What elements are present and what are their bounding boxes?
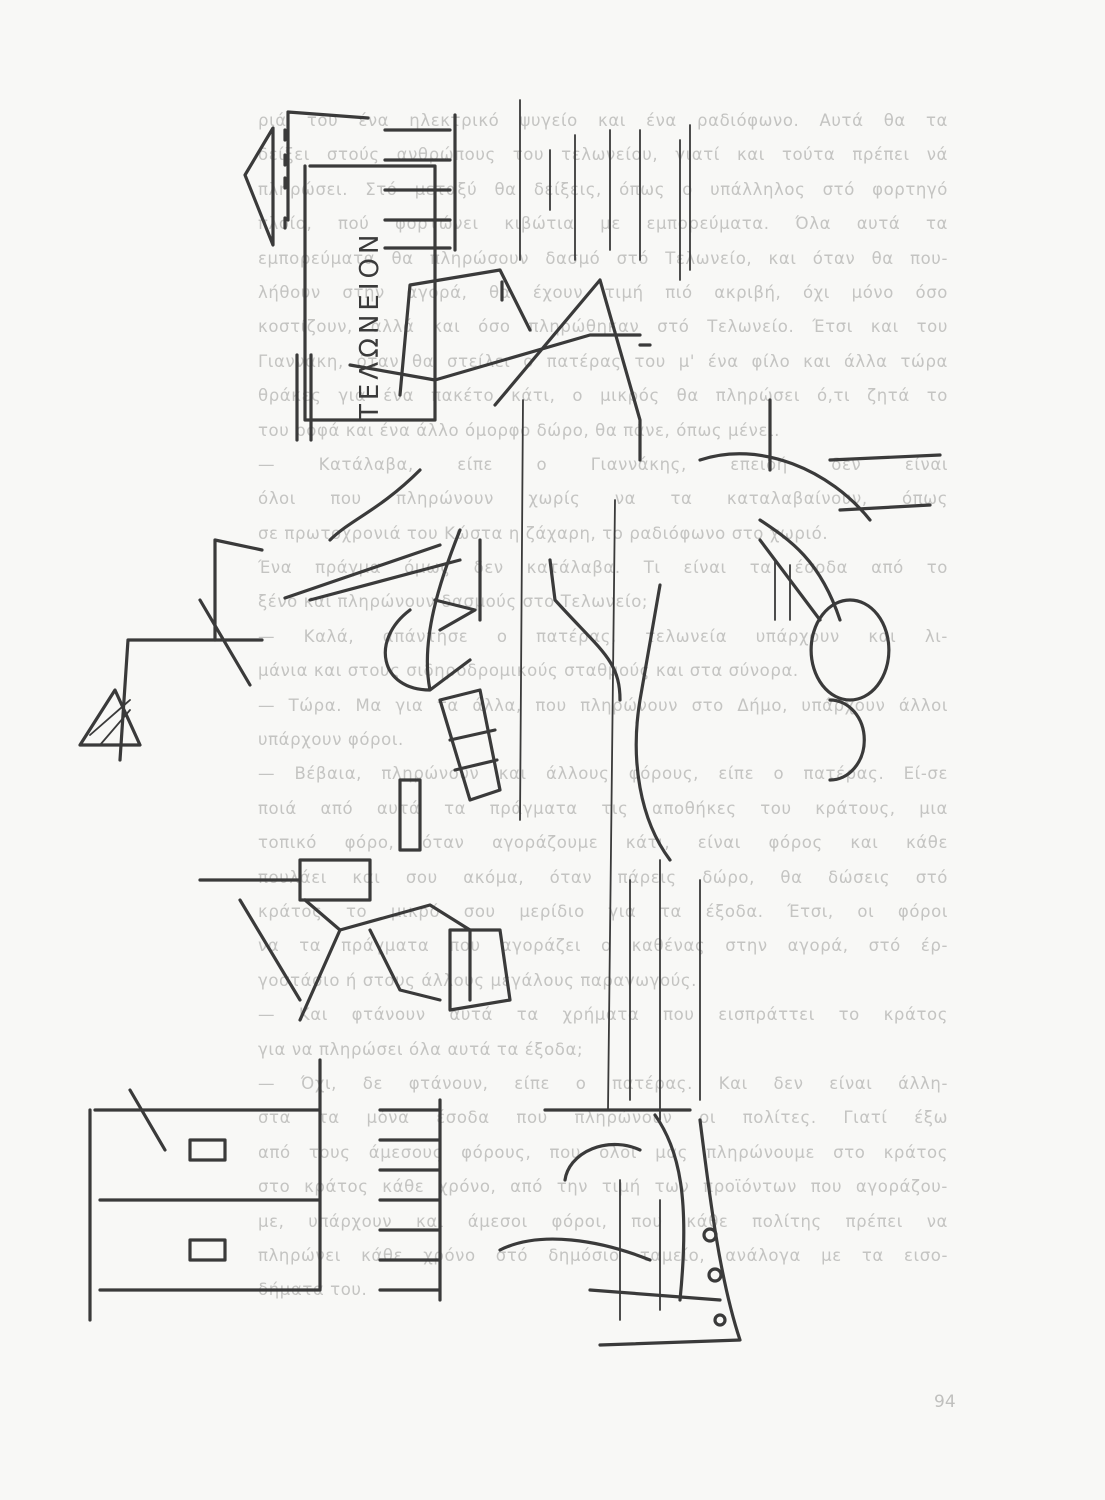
text-line: με, υπάρχουν και άμεσοι φόροι, που κάθε … xyxy=(258,1211,948,1231)
text-line: θράκες για ένα πακέτο κάτι, ο μικρός θα … xyxy=(258,386,948,406)
text-line: — Όχι, δε φτάνουν, είπε ο πατέρας. Και δ… xyxy=(258,1073,948,1093)
text-line: κοστίζουν, άλλά και όσο πληρώθηκαν στό Τ… xyxy=(258,317,948,337)
text-line: εμπορεύματα θα πληρώσουν δασμό στό Τελων… xyxy=(258,248,948,268)
text-line: στα τα μόνα έσοδα που πληρώνουν οι πολίτ… xyxy=(258,1108,948,1128)
text-line: πουλάει και σου ακόμα, όταν πάρεις δώρο,… xyxy=(258,867,948,887)
text-line: — Και φτάνουν αυτά τα χρήματα που εισπρά… xyxy=(258,1005,948,1025)
text-line: σε πρωτοχρονιά του Κώστα η ζάχαρη, το ρα… xyxy=(258,523,829,543)
text-line: — Τώρα. Μα για τα άλλα, που πληρώνουν στ… xyxy=(258,695,948,715)
text-line: του ροφά και ένα άλλο όμορφο δώρο, θα πά… xyxy=(258,420,780,440)
text-line: — Βέβαια, πληρώνουν και άλλους φόρους, ε… xyxy=(258,764,948,784)
text-line: ποιά από αυτά τα πράγματα τις αποθήκες τ… xyxy=(258,798,948,818)
text-line: ξένο και πληρώνουν δασμούς στο Τελωνείο; xyxy=(258,592,649,612)
page-number: 94 xyxy=(934,1392,956,1412)
customs-sign-text: ΤΕΛΩΝΕΙΟΝ xyxy=(355,231,385,421)
text-line: τοπικό φόρο, όταν αγοράζουμε κάτι, είναι… xyxy=(258,833,948,853)
text-line: να τα πράγματα που αγοράζει ο καθένας στ… xyxy=(258,936,948,956)
text-line: Γιαννάκη, όταν θα στείλει ο πατέρας του … xyxy=(258,351,948,371)
text-line: γοστάσιο ή στους άλλους μεγάλους παραγωγ… xyxy=(258,970,698,990)
text-line: για να πληρώσει όλα αυτά τα έξοδα; xyxy=(258,1039,584,1059)
text-line: από τους άμεσους φόρους, που όλοι μας πλ… xyxy=(258,1142,948,1162)
text-line: πληρώσει. Στό μεταξύ θα δείξεις, όπως ο … xyxy=(258,179,948,199)
text-line: όλοι που πληρώνουν χωρίς να τα καταλαβαί… xyxy=(258,489,948,509)
customs-sign: ΤΕΛΩΝΕΙΟΝ xyxy=(303,164,437,422)
text-line: ριά του ένα ηλεκτρικό ψυγείο και ένα ραδ… xyxy=(258,111,948,130)
text-line: υπάρχουν φόροι. xyxy=(258,730,404,750)
text-line: στο κράτος κάθε χρόνο, από την τιμή των … xyxy=(258,1177,948,1197)
